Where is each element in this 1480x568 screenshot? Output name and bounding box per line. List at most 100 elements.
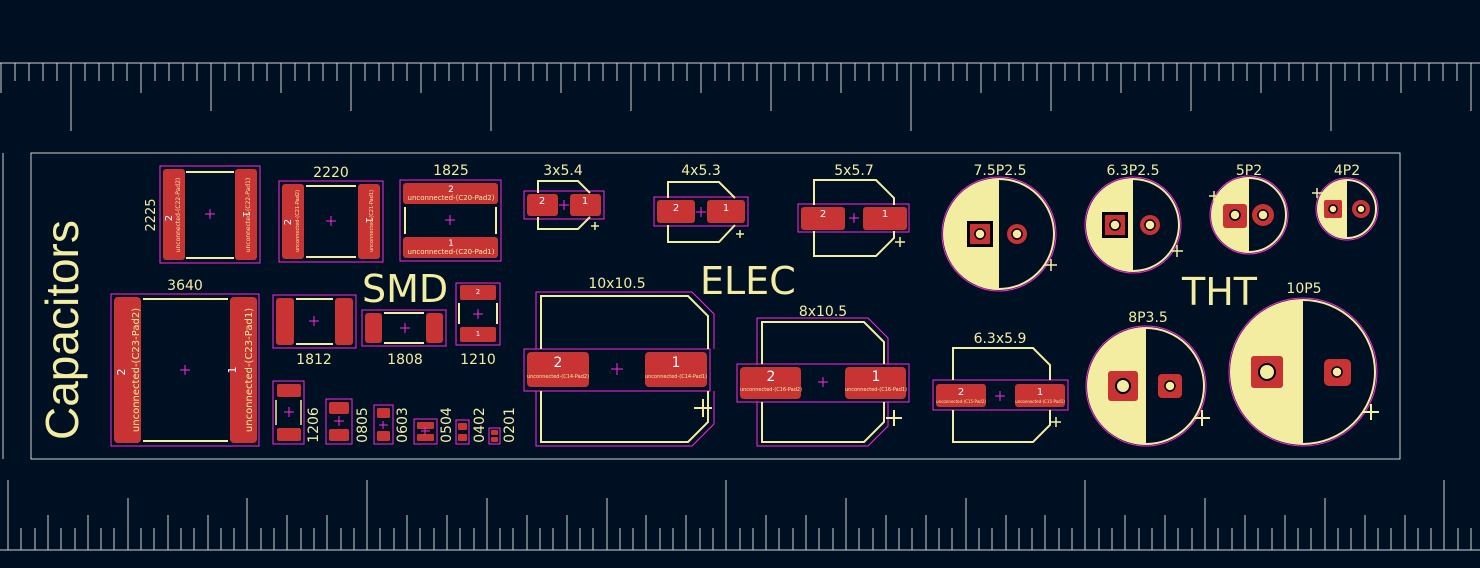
pad-2[interactable] (114, 297, 141, 443)
pad-2[interactable] (282, 184, 304, 259)
pad-1[interactable] (460, 327, 496, 342)
pad-2[interactable] (403, 183, 498, 204)
polarity-plus (1051, 417, 1061, 427)
silk-outline (813, 179, 895, 257)
pad-2[interactable] (417, 422, 434, 429)
footprint-2225[interactable]: 2 1 unconnected-(C22-Pad2) unconnected-(… (144, 165, 261, 264)
pad-1[interactable] (329, 429, 349, 441)
pad-2-number: 2 (448, 185, 454, 195)
pad-1[interactable] (403, 237, 498, 258)
footprint-tht-4P2[interactable]: 4P2 (1312, 163, 1379, 241)
value-label: 8x10.5 (799, 304, 847, 320)
footprint-1210[interactable]: 2 1 1210 (455, 282, 501, 368)
footprint-elec-10x10.5[interactable]: 10x10.5 2 1 unconnected-(C14-Pad2) uncon… (523, 276, 715, 447)
footprint-1808[interactable]: 1808 (361, 309, 447, 368)
value-label: 5P2 (1236, 163, 1262, 179)
pad-2[interactable] (491, 430, 498, 435)
anchor-cross (995, 391, 1005, 401)
courtyard-pads (736, 363, 910, 403)
anchor-cross (205, 209, 215, 219)
footprint-3640[interactable]: 3640 2 1 unconnected-(C23-Pad2) unconnec… (110, 278, 260, 447)
drill-hole (1144, 219, 1156, 231)
footprint-elec-4x5.3[interactable]: 4x5.3 2 1 (653, 163, 749, 243)
value-label: 1808 (387, 352, 423, 368)
pad-2[interactable] (657, 200, 695, 223)
pad-1[interactable] (491, 437, 498, 442)
footprint-elec-6.3x5.9[interactable]: 6.3x5.9 2 1 unconnected-(C15-Pad2) uncon… (932, 331, 1069, 443)
pad-1-number: 1 (582, 196, 588, 207)
courtyard (523, 190, 605, 220)
footprint-0805[interactable]: 0805 (325, 398, 371, 445)
pad-1-number: 1 (872, 369, 881, 385)
anchor-cross (400, 323, 410, 333)
value-label: 1206 (306, 407, 322, 443)
pad-2[interactable] (527, 194, 558, 216)
pad-1[interactable] (358, 184, 380, 259)
pad-2[interactable] (458, 423, 467, 430)
pad-2-net: unconnected-(C14-Pad2) (527, 374, 589, 380)
pad-1[interactable] (707, 200, 745, 223)
pad-2[interactable] (426, 313, 443, 343)
pad-2[interactable] (801, 207, 845, 230)
footprint-0201[interactable]: 0201 (488, 407, 518, 445)
pad-1[interactable] (845, 367, 906, 399)
pad-1[interactable] (230, 297, 257, 443)
pad-1[interactable] (570, 194, 601, 216)
footprint-elec-3x5.4[interactable]: 3x5.4 2 1 (523, 163, 605, 230)
pad-2[interactable] (329, 402, 349, 414)
pad-1-number: 1 (723, 203, 729, 214)
courtyard-pads (523, 348, 711, 392)
footprint-1825[interactable]: 1825 2 1 unconnected-(C20-Pad2) unconnec… (399, 163, 502, 262)
anchor-cross (379, 421, 388, 429)
pad-2[interactable] (276, 298, 294, 345)
silk-outline (943, 178, 1055, 290)
drill-hole (974, 228, 986, 240)
courtyard (110, 293, 260, 447)
footprint-elec-8x10.5[interactable]: 8x10.5 2 1 unconnected-(C16-Pad2) unconn… (736, 304, 910, 447)
pad-2-number: 2 (539, 196, 545, 207)
pad-1[interactable] (377, 431, 390, 441)
value-label: 4P2 (1334, 163, 1360, 179)
pad-2-number: 2 (767, 369, 776, 385)
drill-hole (1328, 204, 1338, 214)
courtyard (1085, 325, 1207, 447)
footprint-0402[interactable]: 0402 (455, 407, 488, 445)
courtyard (1228, 297, 1378, 447)
pad-1[interactable] (235, 169, 257, 260)
pad-1[interactable] (365, 313, 382, 343)
pad-1[interactable] (863, 207, 907, 230)
footprint-0504[interactable]: 0504 (413, 407, 455, 445)
pad-2[interactable] (163, 169, 185, 260)
pad-2[interactable] (277, 384, 301, 397)
pad-1[interactable] (458, 434, 467, 441)
footprint-tht-6.3P2.5[interactable]: 6.3P2.5 (1084, 163, 1183, 274)
pad-2[interactable] (740, 367, 801, 399)
pad-2[interactable] (377, 408, 390, 418)
pad-2[interactable] (527, 352, 589, 387)
pad-2-number: 2 (283, 219, 294, 225)
footprint-tht-7.5P2.5[interactable]: 7.5P2.5 (941, 163, 1057, 292)
footprint-tht-5P2[interactable]: 5P2 (1209, 163, 1289, 255)
footprint-elec-5x5.7[interactable]: 5x5.7 2 1 (797, 163, 910, 257)
footprint-0603[interactable]: 0603 (373, 404, 411, 445)
courtyard (455, 419, 470, 445)
anchor-cross (696, 207, 706, 217)
footprint-tht-8P3.5[interactable]: 8P3.5 (1085, 310, 1210, 447)
pad-1[interactable] (277, 428, 301, 441)
footprint-1812[interactable]: 1812 (272, 294, 357, 368)
pad-2[interactable] (460, 285, 496, 300)
board-outline (30, 152, 1401, 460)
pad-1[interactable] (645, 352, 707, 387)
polarity-plus (1312, 188, 1322, 198)
courtyard (1315, 177, 1379, 241)
footprint-1206[interactable]: 1206 (272, 380, 322, 445)
pad-1[interactable] (417, 434, 434, 441)
pad-1[interactable] (1015, 384, 1065, 407)
silk-outline (667, 181, 736, 243)
footprint-2220[interactable]: 2220 2 1 unconnected-(C21-Pad2) unconnec… (278, 165, 384, 263)
value-label: 5x5.7 (834, 163, 873, 179)
pad-2[interactable] (936, 384, 986, 407)
silk-outline (1230, 299, 1376, 445)
pad-1[interactable] (335, 298, 353, 345)
